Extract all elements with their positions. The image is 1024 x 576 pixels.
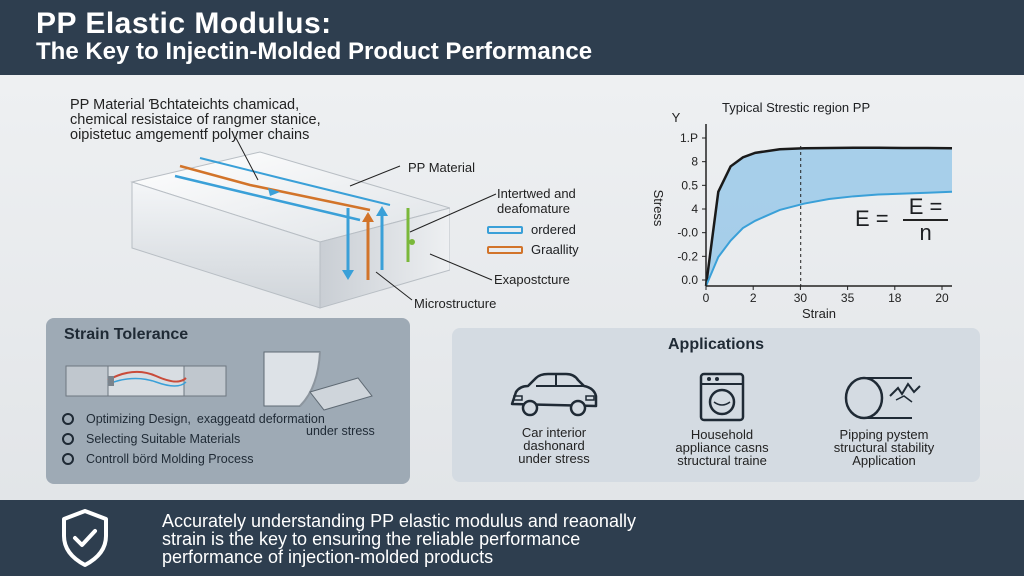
series-line [704, 146, 953, 287]
legend-swatch-orange [487, 245, 523, 254]
page-title: PP Elastic Modulus: [36, 7, 332, 40]
x-tick-label: 35 [841, 291, 855, 305]
deformed-sheet-illustration [263, 351, 373, 411]
application-item: Household appliance casns structural tra… [642, 372, 802, 467]
panel-title: Strain Tolerance [64, 326, 189, 343]
y-tick-label: 8 [691, 155, 698, 169]
strain-item-sub: under stress [306, 424, 375, 438]
formula-fraction: E = n [902, 195, 949, 245]
page-subtitle: The Key to Injectin-Molded Product Perfo… [36, 38, 593, 65]
chart-title: Typical Strestic region PP [722, 100, 871, 115]
legend-label: Graallity [531, 242, 579, 257]
arrow-down-icon [342, 270, 354, 280]
label-deformature: deafomature [497, 201, 570, 216]
x-tick-label: 2 [750, 291, 757, 305]
material-description: PP Material Ɓchtateichts chamicad, chemi… [70, 98, 430, 143]
footer-line: performance of injection-molded products [162, 547, 494, 567]
footer-line: strain is the key to ensuring the reliab… [162, 529, 581, 549]
y-tick-label: 0.5 [681, 178, 698, 192]
legend-swatch-blue [487, 225, 523, 234]
application-label: Car interior [521, 425, 587, 440]
application-item: Pipping pystem structural stability Appl… [804, 374, 964, 467]
strain-item: Optimizing Design, exaggeatd deformation… [62, 412, 375, 438]
series-line [705, 190, 953, 287]
panel-title: Applications [667, 336, 764, 353]
application-label: Pipping pystem [839, 427, 929, 442]
applications-panel: Applications Car interior dashonard unde… [452, 328, 980, 482]
bullet-icon [62, 413, 74, 425]
chain-blue [174, 174, 361, 222]
junction-dot [409, 239, 415, 245]
y-tick-label: -0.2 [677, 249, 698, 263]
footer-banner: Accurately understanding PP elastic modu… [0, 500, 1024, 576]
strain-item: Selecting Suitable Materials [62, 432, 240, 446]
strain-specimen-illustration [65, 365, 227, 397]
application-label: dashonard [523, 438, 585, 453]
application-label: under stress [518, 451, 590, 466]
y-tick-label: 4 [691, 202, 698, 216]
chain-blue [199, 157, 391, 206]
strain-item-extra: exaggeatd deformation [196, 412, 325, 426]
application-label: Application [852, 453, 916, 468]
formula-denominator: n [919, 220, 932, 245]
footer-text: Accurately understanding PP elastic modu… [162, 512, 636, 566]
formula-lhs: E = [855, 205, 889, 231]
description-line: PP Material Ɓchtateichts chamicad, [70, 97, 300, 113]
bullet-icon [62, 453, 74, 465]
washing-machine-icon [699, 372, 745, 422]
material-block-diagram [130, 151, 450, 309]
x-axis-label: Strain [802, 306, 836, 318]
arrow-up-icon [376, 206, 388, 216]
legend-graallity: Graallity [487, 242, 579, 257]
y-tick-label: -0.0 [677, 226, 698, 240]
strain-item-label: Selecting Suitable Materials [86, 432, 241, 446]
bullet-icon [62, 433, 74, 445]
strain-item-label: Controll börd Molding Process [86, 452, 254, 466]
y-axis-symbol: Y [672, 110, 681, 125]
label-intertwined: Intertwed and [497, 186, 576, 201]
header-banner: PP Elastic Modulus: The Key to Injectin-… [0, 0, 1024, 75]
fill-region [706, 147, 952, 286]
chain-orange [179, 164, 371, 212]
x-tick-label: 30 [794, 291, 808, 305]
application-item: Car interior dashonard under stress [474, 370, 634, 465]
label-microstructure: Microstructure [414, 296, 497, 311]
y-tick-label: 1.P [680, 131, 698, 145]
strain-tolerance-panel: Strain Tolerance Optimizing Design, exag… [46, 318, 410, 484]
y-axis-label: Stress [651, 190, 666, 227]
arrow-left-icon [268, 188, 280, 196]
legend-label: ordered [531, 222, 576, 237]
strain-item: Controll börd Molding Process [62, 452, 253, 466]
legend-ordered: ordered [487, 222, 576, 237]
description-line: chemical resistaice of rangmer stanice, [70, 112, 321, 128]
x-tick-label: 0 [703, 291, 710, 305]
label-pp-material: PP Material [408, 160, 475, 175]
arrow-up-icon [362, 212, 374, 222]
formula-numerator: E = [902, 195, 949, 221]
modulus-formula: E = E = n [855, 195, 949, 245]
strain-item-label: Optimizing Design, [86, 412, 191, 426]
application-label: appliance casns [675, 440, 769, 455]
pipe-icon [844, 376, 921, 420]
footer-line: Accurately understanding PP elastic modu… [162, 511, 636, 531]
y-tick-label: 0.0 [681, 273, 698, 287]
application-label: Household [690, 427, 754, 442]
shield-check-icon [62, 509, 108, 567]
x-tick-label: 18 [888, 291, 902, 305]
x-tick-label: 20 [935, 291, 949, 305]
label-exapostructure: Exapostcture [494, 272, 570, 287]
application-label: structural stability [833, 440, 935, 455]
application-label: structural traine [677, 453, 767, 468]
car-icon [510, 372, 598, 417]
